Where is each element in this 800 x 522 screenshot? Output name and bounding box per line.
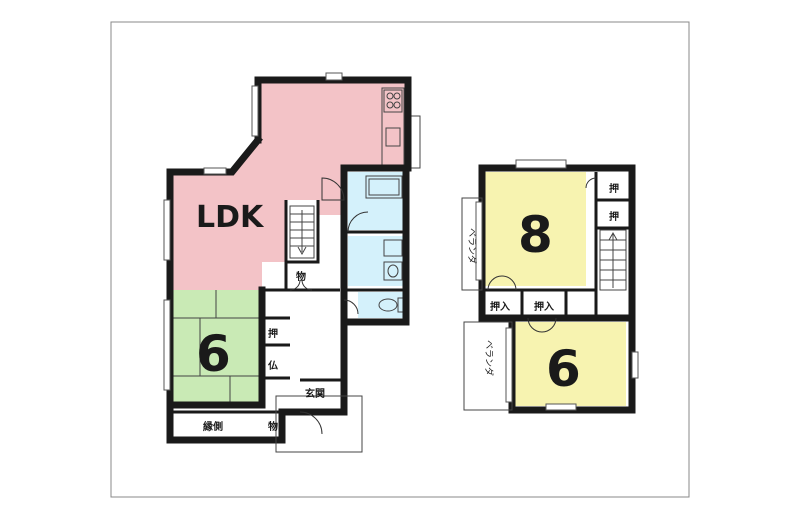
window-1f-a bbox=[325, 72, 343, 81]
staircase-2f bbox=[599, 229, 627, 291]
window-1f-c bbox=[203, 167, 227, 175]
staircase-1f bbox=[289, 205, 315, 259]
door-ldk bbox=[321, 177, 345, 201]
veranda-label-a: ベランダ bbox=[466, 228, 478, 264]
storage-label-1f-b: 物 bbox=[268, 420, 278, 433]
floor-1 bbox=[163, 72, 421, 453]
door-bath bbox=[347, 211, 369, 233]
genkan-label: 玄関 bbox=[305, 387, 325, 400]
oshiire-label-a: 押入 bbox=[490, 300, 510, 313]
room-6-jo bbox=[512, 322, 626, 406]
stove bbox=[383, 89, 403, 113]
entrance-porch bbox=[275, 395, 363, 453]
washing-machine-space bbox=[383, 239, 403, 257]
sink bbox=[385, 127, 401, 147]
washitsu-size-label: 6 bbox=[196, 325, 231, 383]
room-6-size-label: 6 bbox=[546, 340, 581, 398]
window-2f-c bbox=[631, 351, 639, 379]
toilet bbox=[358, 292, 406, 318]
door-room8 bbox=[487, 275, 517, 291]
tatami-lines bbox=[170, 290, 262, 405]
window-1f-b bbox=[163, 199, 171, 261]
window-2f-e bbox=[505, 327, 513, 403]
window-2f-d bbox=[545, 403, 577, 411]
window-2f-a bbox=[515, 159, 567, 169]
floor-2 bbox=[461, 159, 639, 414]
veranda-label-b: ベランダ bbox=[483, 340, 495, 376]
bathroom bbox=[348, 172, 406, 230]
window-2f-b bbox=[475, 201, 483, 281]
oshiire-label-1f: 押 bbox=[268, 327, 278, 340]
room-8-size-label: 8 bbox=[518, 206, 553, 264]
bathtub bbox=[365, 175, 403, 199]
door-closet-a bbox=[585, 177, 597, 189]
washroom bbox=[348, 236, 406, 286]
oshi-label-b: 押 bbox=[609, 210, 619, 223]
oshi-label-a: 押 bbox=[609, 182, 619, 195]
window-1f-d bbox=[163, 299, 171, 391]
engawa-label: 縁側 bbox=[203, 420, 223, 433]
door-toilet bbox=[343, 299, 359, 315]
butsudan-label: 仏 bbox=[268, 360, 278, 372]
window-1f-e bbox=[251, 85, 259, 137]
washbasin bbox=[383, 261, 403, 281]
plan-frame bbox=[110, 21, 690, 498]
door-room6 bbox=[527, 317, 557, 333]
ldk-room bbox=[170, 80, 408, 290]
room-8-jo bbox=[482, 172, 586, 286]
door-storage bbox=[289, 279, 313, 291]
door-genkan bbox=[299, 411, 323, 435]
storage-label-1f-a: 物 bbox=[296, 270, 306, 283]
oshiire-label-b: 押入 bbox=[534, 300, 554, 313]
toilet-bowl bbox=[378, 298, 398, 312]
ldk-label: LDK bbox=[196, 200, 265, 235]
